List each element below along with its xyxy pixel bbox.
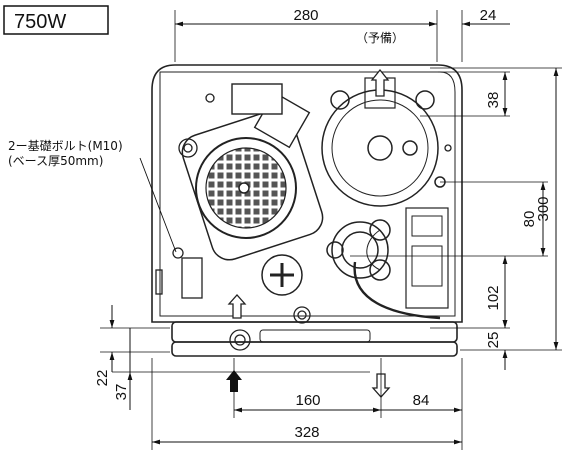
dim-top-width: 280 [293,7,318,24]
model-label-text: 750W [14,11,66,33]
bolt-leader [139,157,177,253]
dim-right-mid: 80 [521,211,538,228]
dim-bottom-a: 160 [295,392,320,409]
dim-right-lower: 102 [485,285,502,310]
inlet-arrow-icon [227,294,247,319]
dim-right-bottom: 25 [485,332,502,349]
dim-bottom-b: 84 [413,392,430,409]
motor [181,83,324,261]
bolt-label-line2: (ベース厚50mm) [8,154,103,168]
dim-left-b: 37 [113,384,130,401]
dimension-lines [109,21,559,445]
dim-bottom-total: 328 [294,424,319,441]
dim-top-right: 24 [480,7,497,24]
bolt-label-line1: 2ー基礎ボルト(M10) [8,139,123,153]
dim-right-upper: 38 [485,92,502,109]
spare-outlet-arrow-icon [370,68,390,97]
extension-lines [100,10,562,450]
spare-label: （予備） [356,30,404,45]
model-label: 750W [3,5,109,35]
dim-right-total: 300 [535,196,552,221]
dim-left-a: 22 [94,370,111,387]
small-features [155,93,452,351]
